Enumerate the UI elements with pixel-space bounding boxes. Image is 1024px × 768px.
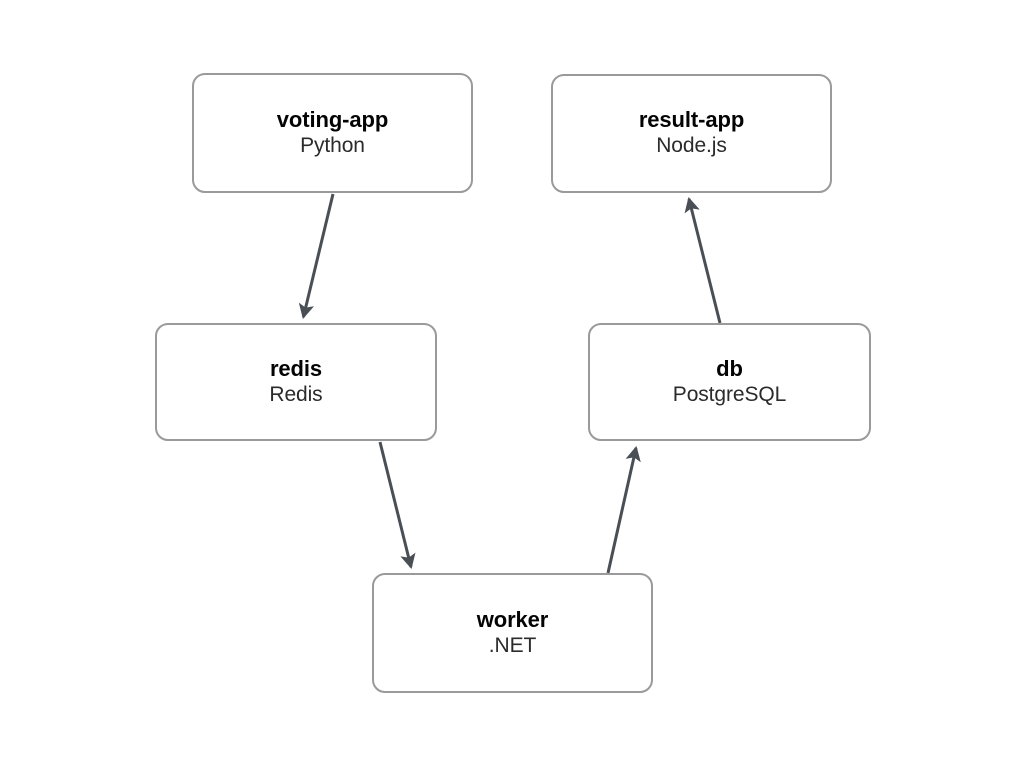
node-title: voting-app	[276, 106, 389, 132]
node-title: redis	[269, 355, 323, 381]
node-title: result-app	[638, 107, 745, 133]
node-voting-app[interactable]: voting-app Python	[192, 73, 473, 193]
edge-redis-to-worker	[378, 441, 416, 570]
node-subtitle: PostgreSQL	[672, 382, 787, 406]
edge-worker-to-db	[606, 445, 641, 574]
edge-db-to-result-app	[684, 196, 722, 324]
node-subtitle: .NET	[488, 633, 537, 657]
node-subtitle: Node.js	[656, 134, 727, 158]
node-db[interactable]: db PostgreSQL	[588, 323, 871, 441]
node-result-app[interactable]: result-app Node.js	[551, 74, 832, 193]
node-worker[interactable]: worker .NET	[372, 573, 653, 693]
node-title: db	[716, 355, 743, 381]
node-redis[interactable]: redis Redis	[155, 323, 437, 441]
node-subtitle: Redis	[269, 382, 323, 406]
edge-voting-app-to-redis	[298, 193, 335, 320]
node-title: worker	[476, 606, 549, 632]
node-subtitle: Python	[300, 133, 365, 157]
